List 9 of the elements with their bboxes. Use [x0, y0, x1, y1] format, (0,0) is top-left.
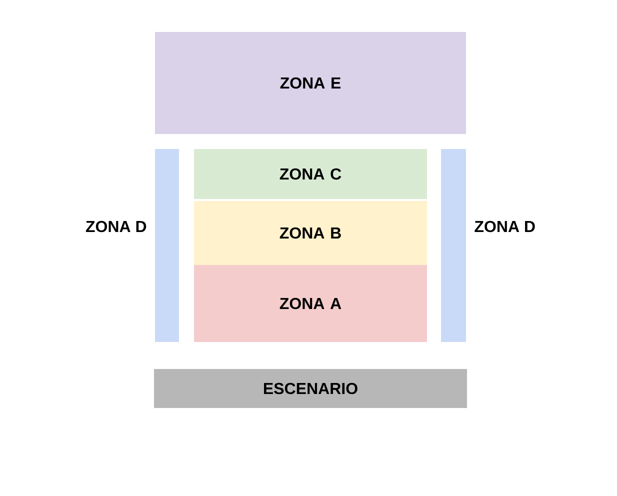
- zone-bar: ZONA D: [86, 149, 179, 342]
- zone-bar: ZONA D: [441, 149, 535, 342]
- stage-block: ESCENARIO: [154, 369, 467, 408]
- zone-block: ZONA C: [194, 149, 427, 199]
- node-label: ZONA D: [86, 220, 146, 232]
- zone-block: ZONA A: [194, 265, 427, 342]
- zone-block: ZONA B: [194, 201, 427, 265]
- node-label: ZONA D: [474, 220, 535, 232]
- zone-block: ZONA E: [155, 32, 466, 134]
